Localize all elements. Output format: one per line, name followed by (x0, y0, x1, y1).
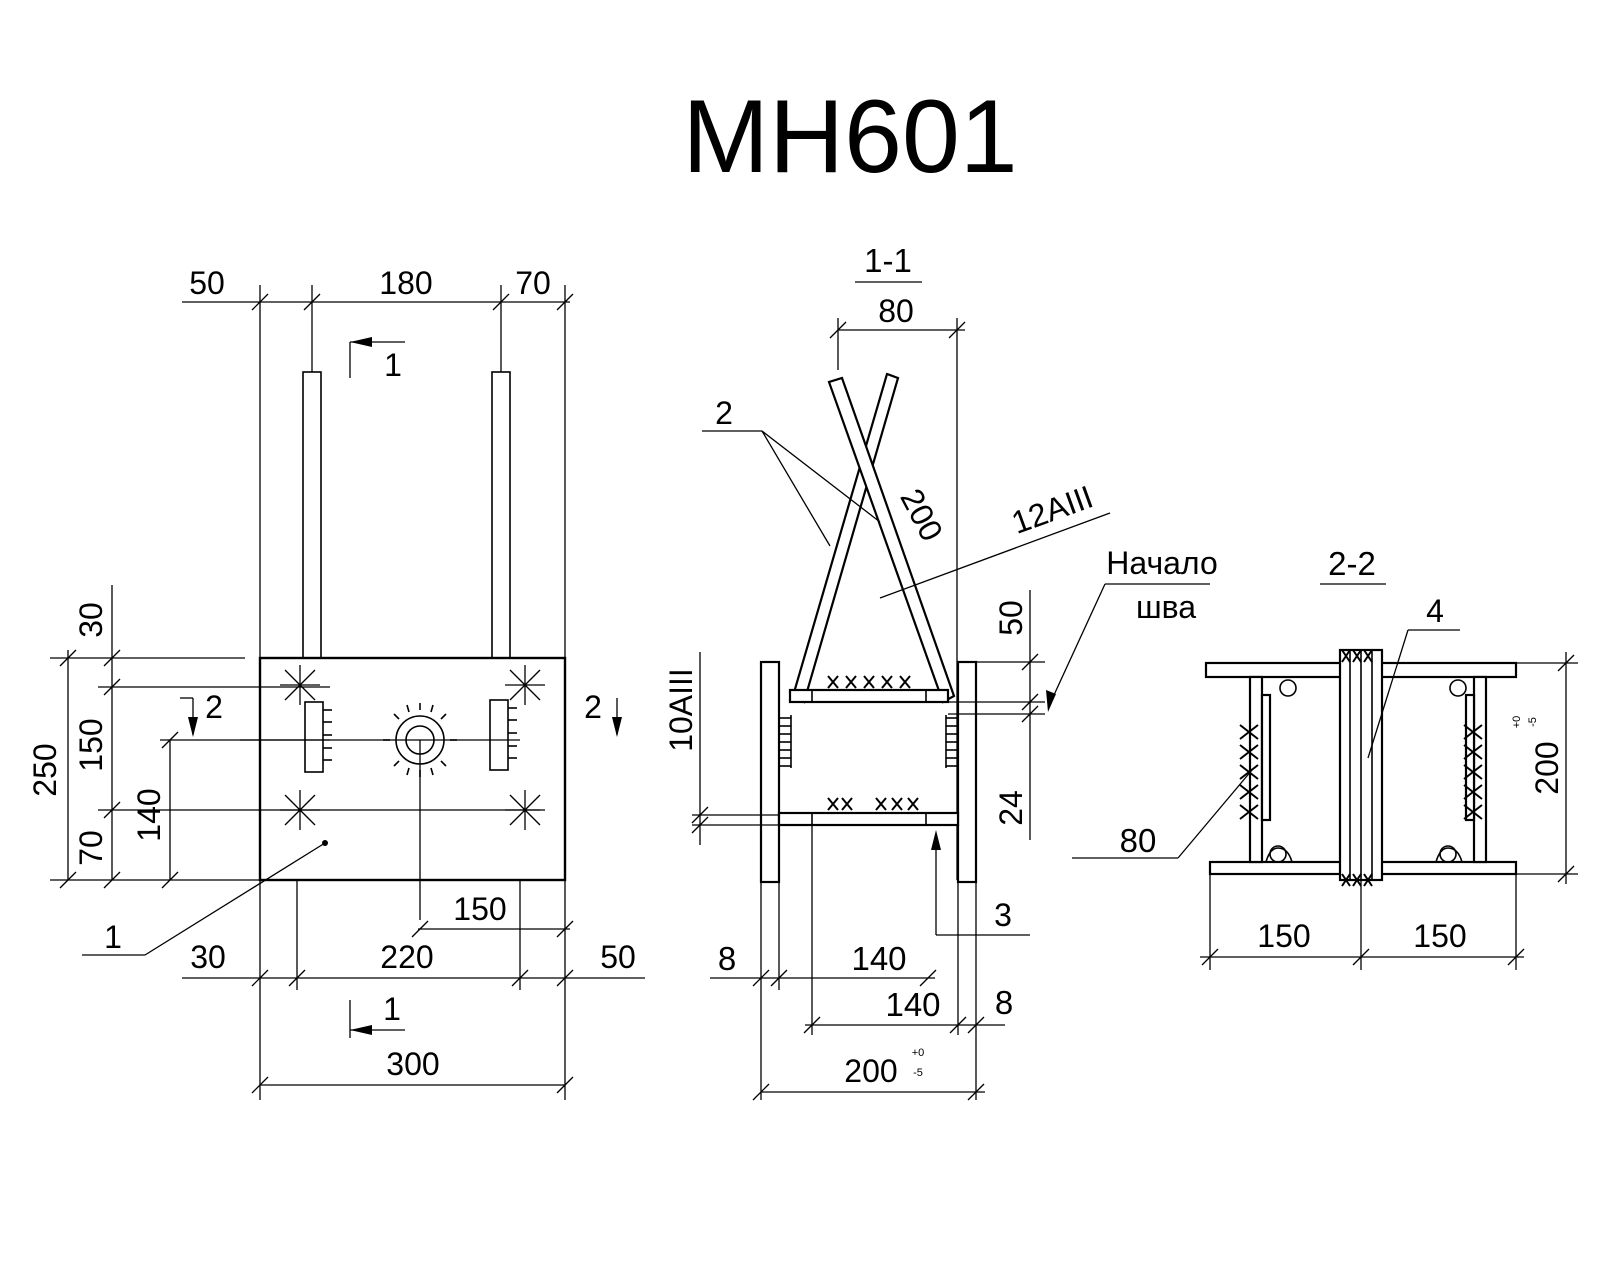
section-mark-1-bottom: 1 (383, 991, 401, 1027)
dim-200-diagonal: 200 (893, 483, 950, 547)
weld-start-line2: шва (1136, 589, 1196, 625)
central-weld-bottom (1341, 873, 1373, 887)
dim-50-top: 50 (189, 265, 225, 301)
section-1-1-label: 1-1 (864, 242, 912, 279)
tol-minus-1: -5 (913, 1067, 923, 1079)
bracket-weld-left (304, 701, 332, 773)
dim-70-top: 70 (515, 265, 551, 301)
hole-top-right (1449, 679, 1467, 697)
section-mark-1-top: 1 (384, 347, 402, 383)
bracket-weld-right (489, 699, 517, 771)
weld-marks-top (827, 675, 911, 689)
central-weld-top (1341, 649, 1373, 663)
anchor-star-tl (280, 665, 320, 705)
tol-plus-2: +0 (1511, 716, 1523, 729)
dim-150-left: 150 (73, 718, 109, 771)
dim-8-right: 8 (995, 984, 1013, 1021)
dim-250-left: 250 (27, 743, 63, 796)
tol-minus-2: -5 (1527, 717, 1539, 727)
weld-marks-bottom (827, 797, 919, 811)
weld-start-line1: Начало (1106, 545, 1218, 581)
anchor-hole (405, 725, 435, 755)
dim-150-right: 150 (1413, 918, 1466, 954)
tol-plus-1: +0 (912, 1047, 925, 1059)
drawing-title: МН601 (682, 79, 1017, 195)
dim-70-left: 70 (73, 830, 109, 866)
vertical-bar-right (491, 371, 511, 659)
section-mark-2-left: 2 (205, 689, 223, 725)
section-mark-2-right: 2 (584, 689, 602, 725)
callout-1: 1 (104, 919, 122, 955)
anchor-star-tr (505, 665, 545, 705)
anchor-star-br (505, 790, 545, 830)
hole-weld-ticks (383, 703, 457, 777)
anchor-star-bl (280, 790, 320, 830)
dim-80-top: 80 (878, 293, 914, 329)
dim-140-left: 140 (131, 788, 167, 841)
dim-200-right: 200 (1529, 741, 1565, 794)
dim-140-a: 140 (851, 940, 906, 977)
section-2-2: 2-2 (1072, 545, 1578, 970)
dim-180-top: 180 (379, 265, 432, 301)
dim-300-bottom: 300 (386, 1046, 439, 1082)
base-plate (258, 656, 567, 882)
dim-30-left: 30 (73, 602, 109, 638)
dim-200-bottom: 200 (844, 1053, 897, 1089)
dim-50-bottom: 50 (600, 939, 636, 975)
side-plate-left (759, 660, 781, 884)
side-weld-x-left (1239, 724, 1259, 820)
callout-rod-12: 12AIII (1007, 478, 1098, 540)
dim-24-right: 24 (993, 790, 1029, 826)
dim-30-bottom: 30 (190, 939, 226, 975)
upper-bar (788, 688, 950, 704)
vertical-bar-left (302, 371, 322, 659)
callout-2: 2 (715, 395, 733, 431)
section-2-2-label: 2-2 (1328, 545, 1376, 582)
dim-150-left: 150 (1257, 918, 1310, 954)
callout-4: 4 (1426, 593, 1444, 629)
lower-bar (777, 811, 960, 827)
rod-right (827, 376, 956, 704)
weld-length-80: 80 (1120, 822, 1157, 859)
side-flange-left (1260, 693, 1272, 822)
dim-220-bottom: 220 (380, 939, 433, 975)
anchor-hole-washer (395, 715, 445, 765)
callout-3: 3 (994, 897, 1012, 933)
plan-view: 50 180 70 1 30 250 150 70 140 2 (27, 265, 645, 1100)
section-1-1: 1-1 80 (663, 242, 1218, 1101)
side-weld-x-right (1463, 724, 1483, 820)
dim-50-right: 50 (993, 600, 1029, 636)
side-weld-left (779, 715, 792, 768)
callout-rod-10: 10AIII (663, 668, 699, 752)
dim-150-bottom: 150 (453, 891, 506, 927)
dim-8-left: 8 (718, 940, 736, 977)
side-weld-right (945, 715, 958, 768)
hole-top-left (1279, 679, 1297, 697)
dim-140-b: 140 (885, 986, 940, 1023)
side-plate-right (956, 660, 978, 884)
